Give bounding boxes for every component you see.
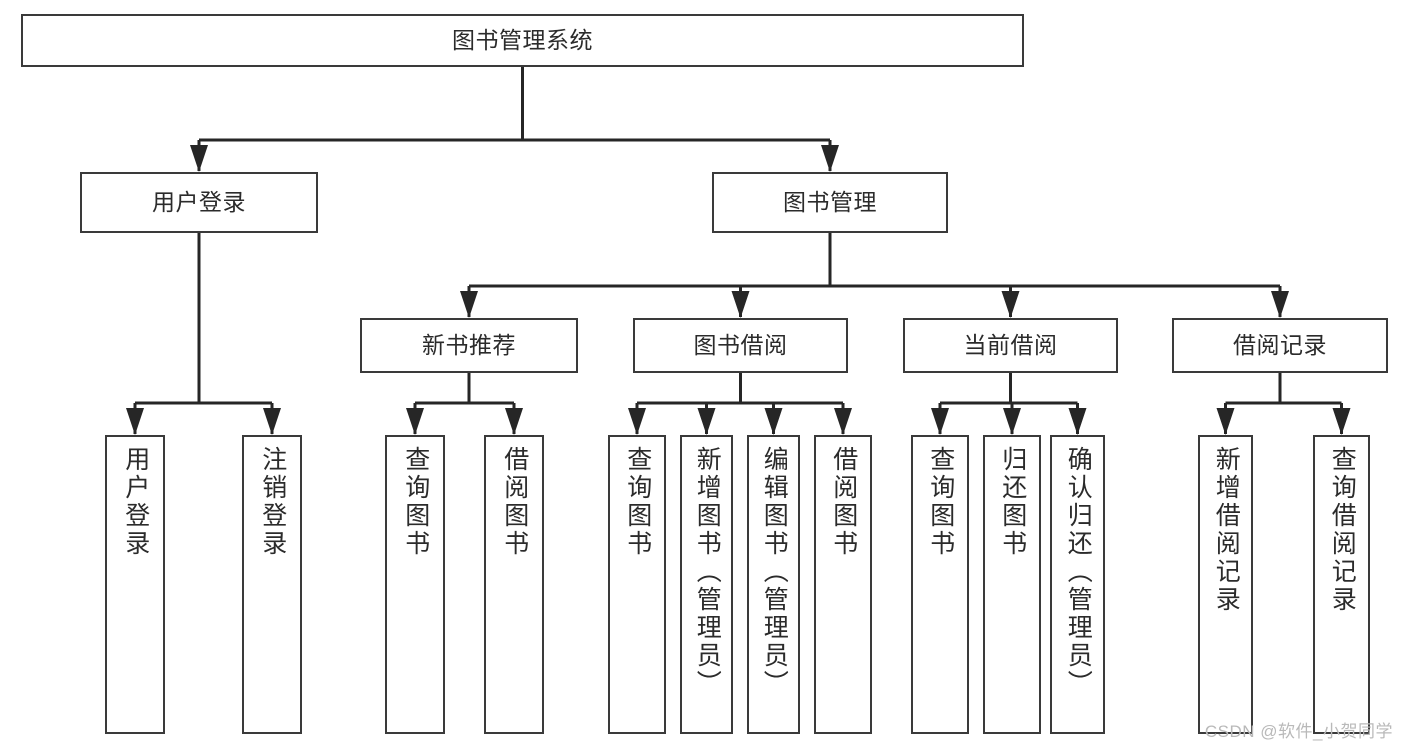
node-label: 查询图书 <box>401 446 430 558</box>
node-label: 图书管理系统 <box>452 27 593 53</box>
node-l-add[interactable]: 新增图书（管理员） <box>680 435 733 734</box>
node-label: 归还图书 <box>998 446 1027 558</box>
node-label: 借阅图书 <box>500 446 529 558</box>
node-borrow[interactable]: 图书借阅 <box>633 318 848 373</box>
node-l-edit[interactable]: 编辑图书（管理员） <box>747 435 800 734</box>
node-label: 图书管理 <box>783 189 877 215</box>
node-label: 借阅图书 <box>829 446 858 558</box>
node-l-userlogin[interactable]: 用户登录 <box>105 435 165 734</box>
node-l-b2[interactable]: 借阅图书 <box>814 435 872 734</box>
node-l-logout[interactable]: 注销登录 <box>242 435 302 734</box>
node-l-q2[interactable]: 查询图书 <box>608 435 666 734</box>
node-label: 新增借阅记录 <box>1212 446 1241 614</box>
node-label: 用户登录 <box>152 189 246 215</box>
node-current[interactable]: 当前借阅 <box>903 318 1118 373</box>
node-label: 新增图书（管理员） <box>693 446 722 698</box>
node-login[interactable]: 用户登录 <box>80 172 318 233</box>
node-l-b1[interactable]: 借阅图书 <box>484 435 544 734</box>
node-bookmgmt[interactable]: 图书管理 <box>712 172 948 233</box>
node-l-qrec[interactable]: 查询借阅记录 <box>1313 435 1370 734</box>
node-label: 确认归还（管理员） <box>1064 446 1093 698</box>
node-root[interactable]: 图书管理系统 <box>21 14 1024 67</box>
node-l-return[interactable]: 归还图书 <box>983 435 1041 734</box>
node-label: 图书借阅 <box>693 332 788 358</box>
node-label: 当前借阅 <box>963 332 1058 358</box>
node-l-q3[interactable]: 查询图书 <box>911 435 969 734</box>
node-label: 编辑图书（管理员） <box>760 446 789 698</box>
node-l-q1[interactable]: 查询图书 <box>385 435 445 734</box>
watermark: CSDN @软件_小贺同学 <box>1204 722 1393 741</box>
node-label: 查询图书 <box>926 446 955 558</box>
node-l-addrec[interactable]: 新增借阅记录 <box>1198 435 1253 734</box>
node-label: 查询借阅记录 <box>1328 446 1357 614</box>
node-newbook[interactable]: 新书推荐 <box>360 318 578 373</box>
node-label: 用户登录 <box>121 446 150 558</box>
node-l-confirm[interactable]: 确认归还（管理员） <box>1050 435 1105 734</box>
node-label: 借阅记录 <box>1233 332 1327 358</box>
node-label: 注销登录 <box>258 446 287 558</box>
node-records[interactable]: 借阅记录 <box>1172 318 1388 373</box>
node-label: 查询图书 <box>623 446 652 558</box>
node-label: 新书推荐 <box>422 332 516 358</box>
